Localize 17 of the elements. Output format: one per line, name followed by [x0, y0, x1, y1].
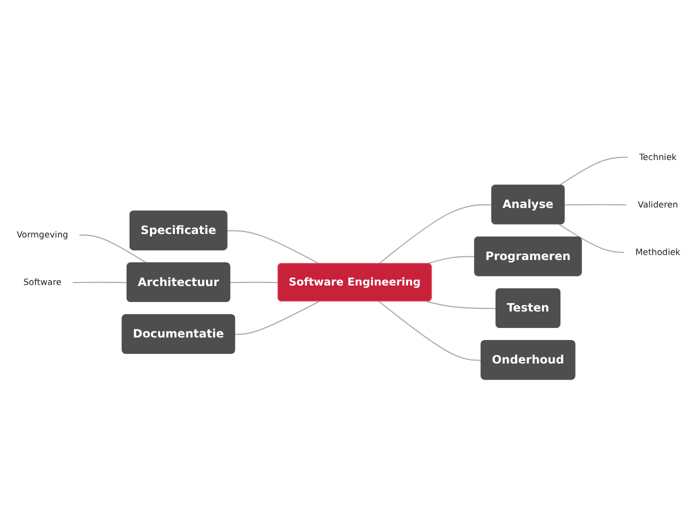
- node-text: Methodiek: [635, 247, 680, 258]
- connector: [564, 204, 628, 206]
- node-text: Software: [23, 278, 62, 288]
- connector: [72, 282, 128, 284]
- connector: [558, 157, 629, 186]
- connector: [426, 301, 496, 310]
- node-text: Techniek: [639, 152, 677, 162]
- node-text: Valideren: [638, 200, 678, 210]
- node-text: Vormgeving: [16, 230, 68, 240]
- connector: [227, 230, 320, 265]
- connector: [230, 282, 278, 284]
- connector: [426, 256, 475, 265]
- connector: [79, 234, 148, 264]
- connector: [378, 301, 482, 362]
- connector: [235, 301, 320, 336]
- connector: [378, 204, 492, 265]
- connector: [558, 224, 625, 254]
